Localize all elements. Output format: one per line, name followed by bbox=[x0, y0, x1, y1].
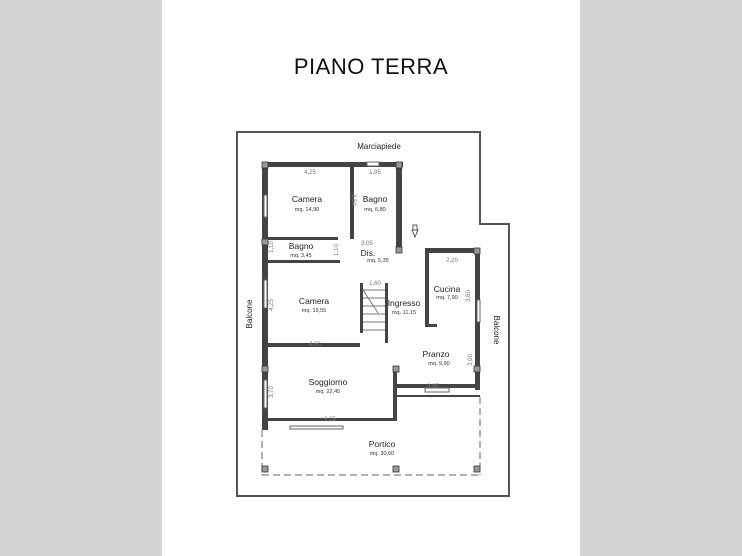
label-balcone-left: Balcone bbox=[245, 299, 254, 328]
label-marciapiede: Marciapiede bbox=[357, 142, 401, 151]
svg-text:Soggiorno: Soggiorno bbox=[309, 377, 348, 387]
room-bagno-1: Bagno mq. 6,80 bbox=[363, 194, 388, 213]
room-portico: Portico mq. 30,60 bbox=[369, 439, 396, 457]
svg-text:3,95: 3,95 bbox=[427, 384, 439, 390]
label-balcone-right: Balcone bbox=[492, 316, 501, 345]
portico-outline bbox=[261, 397, 481, 476]
svg-text:Camera: Camera bbox=[292, 194, 323, 204]
svg-text:3,50: 3,50 bbox=[350, 194, 356, 206]
svg-text:3,00: 3,00 bbox=[468, 354, 474, 366]
room-soggiorno: Soggiorno mq. 22,45 bbox=[309, 377, 348, 395]
svg-text:1,60: 1,60 bbox=[369, 281, 381, 287]
svg-text:mq. 14,90: mq. 14,90 bbox=[295, 207, 319, 213]
svg-text:3,60: 3,60 bbox=[466, 290, 472, 302]
svg-text:3,05: 3,05 bbox=[361, 241, 373, 247]
svg-text:mq. 5,35: mq. 5,35 bbox=[367, 258, 388, 264]
svg-text:6,25: 6,25 bbox=[324, 417, 336, 423]
svg-text:mq. 6,80: mq. 6,80 bbox=[364, 207, 385, 213]
room-bagno-2: Bagno mq. 3,45 bbox=[289, 241, 314, 259]
svg-text:4,25: 4,25 bbox=[269, 299, 275, 311]
room-pranzo: Pranzo mq. 9,90 bbox=[423, 349, 450, 367]
svg-text:Pranzo: Pranzo bbox=[423, 349, 450, 359]
windows bbox=[263, 161, 481, 430]
room-camera-1: Camera mq. 14,90 bbox=[292, 194, 323, 213]
plan-title: PIANO TERRA bbox=[293, 54, 449, 79]
dimension-labels: 4,25 1,95 3,50 3,05 1,10 1,10 1,60 2,20 … bbox=[269, 170, 474, 423]
svg-text:mq. 7,90: mq. 7,90 bbox=[436, 295, 457, 301]
svg-text:1,10: 1,10 bbox=[334, 244, 340, 256]
svg-text:1,10: 1,10 bbox=[269, 241, 275, 253]
entrance-arrow-icon bbox=[411, 224, 419, 239]
lot-boundary bbox=[236, 131, 510, 497]
svg-text:mq. 22,45: mq. 22,45 bbox=[316, 389, 340, 395]
svg-text:Bagno: Bagno bbox=[363, 194, 388, 204]
svg-text:Bagno: Bagno bbox=[289, 241, 314, 251]
room-ingresso: Ingresso mq. 11,15 bbox=[388, 298, 421, 316]
stairs bbox=[362, 289, 385, 331]
pillars bbox=[261, 161, 481, 473]
svg-text:mq. 30,60: mq. 30,60 bbox=[370, 451, 394, 457]
svg-text:4,25: 4,25 bbox=[304, 170, 316, 176]
svg-text:2,20: 2,20 bbox=[446, 258, 458, 264]
svg-text:1,95: 1,95 bbox=[369, 170, 381, 176]
svg-text:Ingresso: Ingresso bbox=[388, 298, 421, 308]
page: PIANO TERRA bbox=[162, 0, 580, 556]
svg-text:mq. 19,55: mq. 19,55 bbox=[302, 308, 326, 314]
svg-text:Camera: Camera bbox=[299, 296, 330, 306]
svg-text:Dis.: Dis. bbox=[361, 248, 376, 258]
svg-text:Cucina: Cucina bbox=[434, 284, 461, 294]
svg-text:mq. 3,45: mq. 3,45 bbox=[290, 253, 311, 259]
svg-text:4,60: 4,60 bbox=[309, 342, 321, 348]
svg-text:Portico: Portico bbox=[369, 439, 396, 449]
svg-text:3,70: 3,70 bbox=[269, 386, 275, 398]
room-camera-2: Camera mq. 19,55 bbox=[299, 296, 330, 314]
svg-text:mq. 9,90: mq. 9,90 bbox=[428, 361, 449, 367]
room-dis: Dis.mq. 5,35 bbox=[361, 248, 389, 264]
svg-text:mq. 11,15: mq. 11,15 bbox=[392, 310, 416, 316]
